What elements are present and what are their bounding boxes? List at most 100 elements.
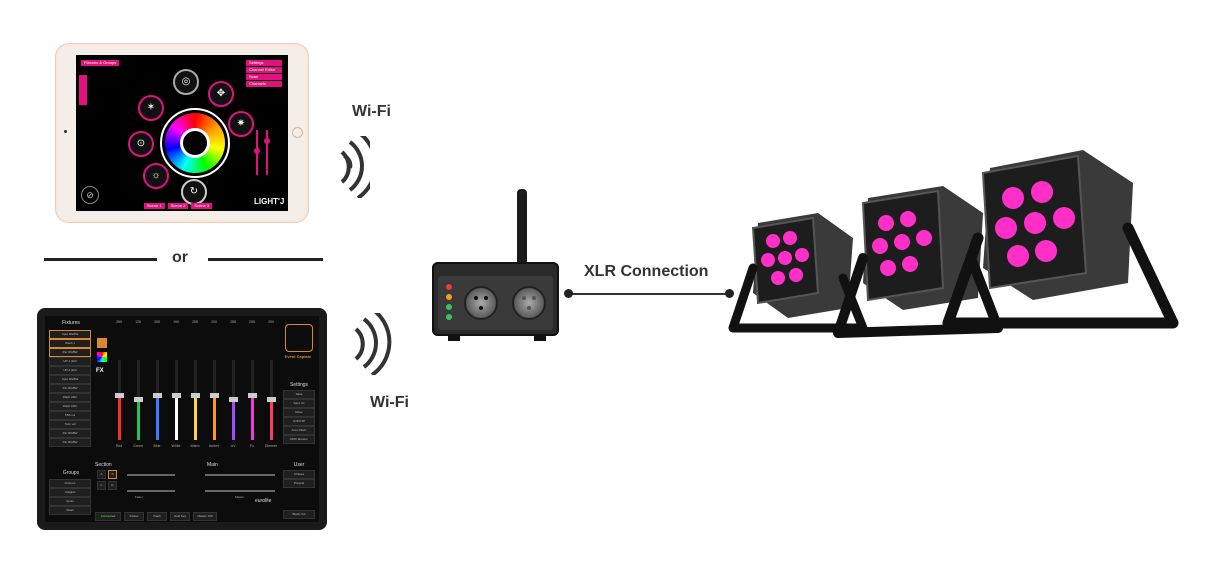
- status-led-green: [446, 304, 452, 310]
- channel-fader-track: [210, 360, 219, 440]
- fixture-item: Par RGBW: [49, 384, 91, 393]
- channel-value: 255: [116, 320, 122, 324]
- color-wheel-center: [180, 128, 210, 158]
- status-bar: Connected Follow Flash Hold Key Master 1…: [95, 512, 217, 521]
- antenna: [517, 189, 527, 265]
- position-button: ⊙: [128, 131, 154, 157]
- channel-value: 255: [192, 320, 198, 324]
- home-button: [292, 127, 303, 138]
- channel-fader-fill: [156, 396, 159, 440]
- scene-tab: Scene 3: [191, 203, 213, 209]
- xlr-male-socket-icon: [464, 286, 498, 320]
- channel-fader-cap: [153, 393, 162, 398]
- main-fader: [205, 490, 275, 492]
- channel-name: Fx: [250, 444, 254, 448]
- section-button: C: [97, 481, 106, 490]
- fixtures-title: Fixtures: [62, 320, 80, 326]
- xlr-female-socket-icon: [512, 286, 546, 320]
- channel-fader-fill: [213, 396, 216, 440]
- group-item: Spots: [49, 497, 91, 506]
- main-title: Main: [207, 462, 218, 468]
- channel-fader-track: [191, 360, 200, 440]
- user-item: Presets: [283, 479, 315, 488]
- channel-fader-track: [267, 360, 276, 440]
- channel-name: Dimmer: [264, 444, 278, 448]
- channel-fader-cap: [210, 393, 219, 398]
- channel-fader-cap: [191, 393, 200, 398]
- channel-fader-cap: [248, 393, 257, 398]
- channel-value: 200: [211, 320, 217, 324]
- status-led-orange: [446, 294, 452, 300]
- box-foot: [448, 336, 460, 341]
- wifi-icon: [340, 136, 370, 198]
- scan-tab: Scan: [246, 74, 282, 80]
- eurolite-logo: eurolite: [255, 498, 272, 504]
- settings-title: Settings: [289, 382, 309, 388]
- channel-value: 190: [173, 320, 179, 324]
- channel-fader-cap: [115, 393, 124, 398]
- channel-fader-fill: [137, 400, 140, 440]
- groups-title: Groups: [62, 470, 80, 476]
- fixture-item: Wash 1: [49, 339, 91, 348]
- scene-tab: Scene 1: [144, 203, 165, 209]
- xlr-pin: [532, 296, 536, 300]
- user-title: User: [293, 462, 305, 468]
- event-captain-brand: Event Captain: [284, 354, 312, 359]
- settings-list: Save Save As Move HTP/LTP Auto Patch DMX…: [283, 390, 315, 444]
- fader-label: Fader: [135, 495, 143, 499]
- xlr-pin: [522, 296, 526, 300]
- dimmer-button: ☼: [143, 163, 169, 189]
- main-fader: [205, 474, 275, 476]
- par-lights-group: [728, 150, 1179, 338]
- channel-fader-fill: [175, 396, 178, 440]
- channel-fader-track: [248, 360, 257, 440]
- channel-name: Blue: [153, 444, 161, 448]
- xlr-pin: [474, 296, 478, 300]
- channel-fader-cap: [267, 397, 276, 402]
- channel-editor-tab: Channel Editor: [246, 67, 282, 73]
- color-wheel: [165, 113, 225, 173]
- channel-name: Green: [133, 444, 143, 448]
- fixture-list: Spot RGBW Wash 1 Par RGBW UP-1 (E3) UP-2…: [49, 330, 91, 447]
- channel-fader-track: [172, 360, 181, 440]
- par-light-icon: [833, 186, 1003, 338]
- section-button: D: [108, 481, 117, 490]
- channel-fader-fill: [270, 400, 273, 440]
- user-list: Chases Presets: [283, 470, 315, 488]
- box-foot: [534, 336, 546, 341]
- fixture-item: Spot RGBW: [49, 330, 91, 339]
- fixtures-groups-tab: Fixtures & Groups: [81, 60, 120, 66]
- black-out-button: Black Out: [283, 510, 315, 519]
- par-light-icon: [728, 213, 868, 333]
- fixture-item: Twin vol: [49, 420, 91, 429]
- connection-endpoint: [725, 289, 734, 298]
- ipad-device: Fixtures & Groups Settings Channel Edito…: [55, 43, 309, 223]
- status-item: Hold Key: [170, 512, 190, 521]
- xlr-cable: [568, 293, 730, 295]
- fixture-item: Par RGBW: [49, 348, 91, 357]
- divider-left: [44, 258, 157, 261]
- effects-button: ✷: [228, 111, 254, 137]
- status-item: Follow: [124, 512, 144, 521]
- event-captain-logo-icon: [285, 324, 313, 352]
- channel-fader-cap: [172, 393, 181, 398]
- xlr-pin: [527, 306, 531, 310]
- or-label: or: [172, 249, 188, 266]
- scene-tab: Scene 2: [167, 203, 189, 209]
- settings-panel: Settings Channel Editor Scan Channels: [246, 60, 282, 87]
- connection-endpoint: [564, 289, 573, 298]
- group-item: Wash: [49, 506, 91, 515]
- channel-fader-cap: [229, 397, 238, 402]
- settings-item: DMX Monitor: [283, 435, 315, 444]
- move-button: ✥: [208, 81, 234, 107]
- status-led-green: [446, 314, 452, 320]
- settings-item: Save: [283, 390, 315, 399]
- gobo-button: ◎: [173, 69, 199, 95]
- fixture-item: Par RGBW: [49, 438, 91, 447]
- fixture-item: TBA vol: [49, 411, 91, 420]
- channel-name: White: [171, 444, 181, 448]
- fixture-icon: [97, 338, 107, 348]
- channel-value: 255: [154, 320, 160, 324]
- group-item: Uplights: [49, 488, 91, 497]
